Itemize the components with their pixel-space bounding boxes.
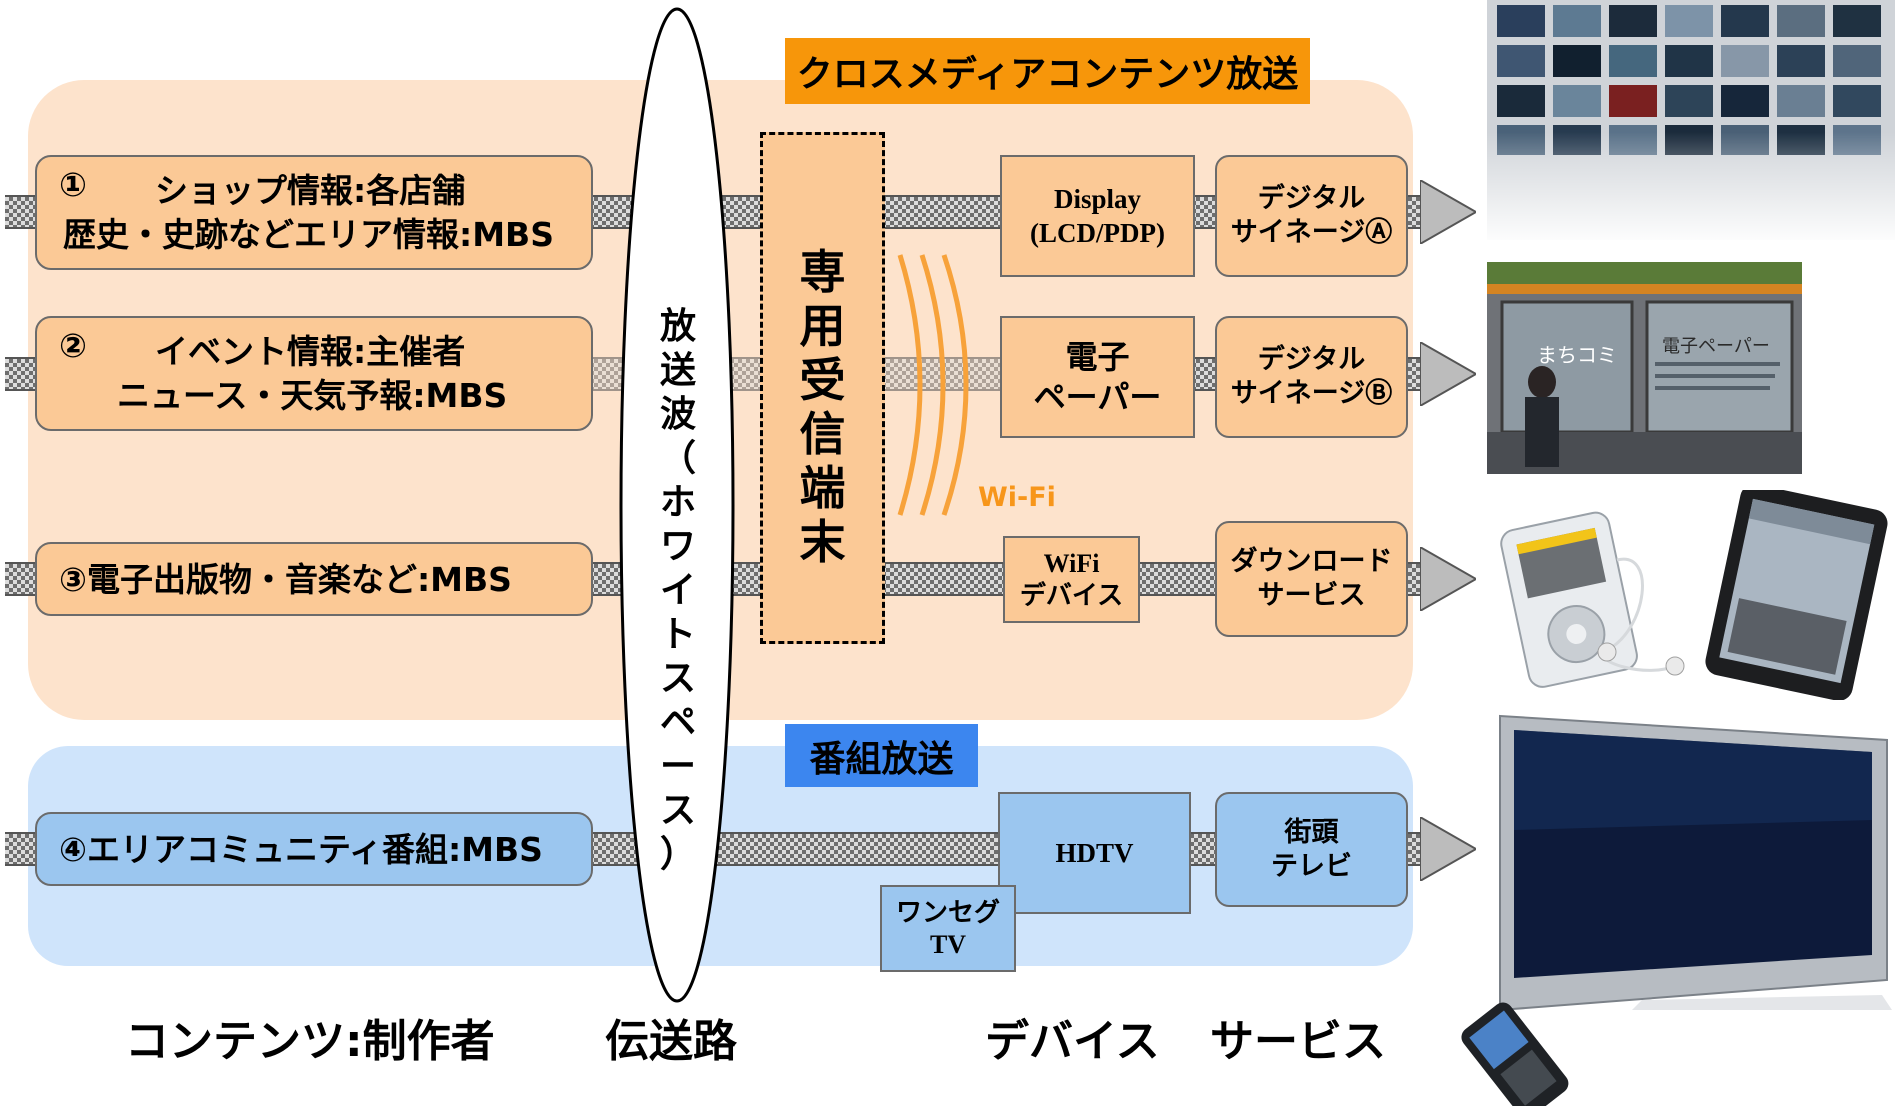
wave-char: 放 (659, 306, 696, 347)
band-row2-a (1192, 357, 1218, 391)
receiver-char: 端 (799, 461, 846, 515)
mobile-phone-image (1461, 1002, 1569, 1106)
wave-char: 送 (659, 350, 696, 391)
arrowhead-row1 (1420, 180, 1476, 244)
program-tag: 番組放送 (785, 724, 978, 787)
bottom-label-contents: コンテンツ:制作者 (125, 1016, 495, 1067)
video-wall-image (1487, 0, 1895, 240)
service-download: ダウンロード サービス (1215, 521, 1408, 637)
source-2-number: ② (59, 326, 87, 365)
signboard-left-text: まちコミ (1537, 343, 1617, 367)
wave-char: ） (659, 834, 696, 875)
wave-char: （ (659, 438, 696, 479)
device-epaper-line1: 電子 (1065, 338, 1130, 376)
source-1-line1: ショップ情報:各店舗 (155, 171, 466, 210)
source-4-line: ④エリアコミュニティ番組:MBS (59, 830, 543, 869)
band-row3-left (5, 562, 37, 596)
device-wifi: WiFi デバイス (1003, 536, 1140, 623)
broadcast-wave-label: 放 送 波 （ ホ ワ イ ト ス ペ ー ス ） (648, 305, 708, 877)
wave-char: イ (659, 570, 696, 611)
band-row4-left (5, 832, 37, 866)
receiver-char: 専 (799, 245, 846, 299)
device-display-line2: (LCD/PDP) (1030, 218, 1165, 248)
source-1-number: ① (59, 165, 87, 204)
source-box-2: ② イベント情報:主催者 ニュース・天気予報:MBS (35, 316, 593, 431)
wave-char: ス (659, 790, 696, 831)
bottom-label-devices: デバイス (985, 1016, 1160, 1067)
device-epaper: 電子 ペーパー (1000, 316, 1195, 438)
band-row2-b (1404, 357, 1424, 391)
wave-char: 波 (659, 394, 696, 435)
service-signage-b-line2: サイネージⒷ (1230, 378, 1393, 409)
band-row1-left (5, 195, 37, 229)
source-2-line1: イベント情報:主催者 (155, 332, 466, 371)
device-epaper-line2: ペーパー (1033, 378, 1162, 416)
crossmedia-tag: クロスメディアコンテンツ放送 (785, 38, 1310, 104)
source-box-3: ③電子出版物・音楽など:MBS (35, 542, 593, 616)
source-1-line2: 歴史・史跡などエリア情報:MBS (63, 215, 554, 254)
source-box-4: ④エリアコミュニティ番組:MBS (35, 812, 593, 886)
receiver-char: 受 (799, 353, 846, 407)
device-oneseg-line1: ワンセグ (895, 897, 1000, 928)
band-row3-b (1404, 562, 1424, 596)
source-box-1: ① ショップ情報:各店舗 歴史・史跡などエリア情報:MBS (35, 155, 593, 270)
receiver-char: 信 (799, 407, 846, 461)
wave-char: ス (659, 658, 696, 699)
device-oneseg-line2: TV (929, 929, 967, 959)
service-signage-a-line2: サイネージⒶ (1230, 217, 1393, 248)
service-download-line1: ダウンロード (1230, 546, 1393, 577)
flat-panel-tv-image (1499, 714, 1892, 1010)
service-signage-b: デジタル サイネージⒷ (1215, 316, 1408, 438)
arrowhead-row4 (1420, 817, 1476, 881)
band-row1-b (1404, 195, 1424, 229)
receiver-char: 末 (799, 515, 846, 569)
bottom-label-services: サービス (1210, 1016, 1386, 1067)
wave-char: ホ (659, 482, 696, 523)
bottom-label-path: 伝送路 (605, 1016, 737, 1067)
wave-char: ト (659, 614, 696, 655)
source-2-line2: ニュース・天気予報:MBS (117, 376, 508, 415)
band-row3-a (1138, 562, 1218, 596)
device-display: Display (LCD/PDP) (1000, 155, 1195, 277)
wifi-label: Wi-Fi (978, 482, 1056, 513)
broadcast-wave-ellipse (619, 7, 735, 1003)
device-oneseg: ワンセグ TV (880, 885, 1016, 972)
source-3-line: ③電子出版物・音楽など:MBS (59, 560, 512, 599)
service-signage-a: デジタル サイネージⒶ (1215, 155, 1408, 277)
band-row2-left (5, 357, 37, 391)
device-wifi-line1: WiFi (1043, 548, 1100, 578)
street-signage-image: まちコミ 電子ペーパー (1487, 262, 1802, 474)
signboard-right-text: 電子ペーパー (1662, 336, 1770, 357)
service-street-tv: 街頭 テレビ (1215, 792, 1408, 907)
band-row4-b (1404, 832, 1424, 866)
device-display-line1: Display (1053, 184, 1142, 214)
service-street-tv-line1: 街頭 (1284, 816, 1339, 848)
arrowhead-row2 (1420, 342, 1476, 406)
service-signage-a-line1: デジタル (1257, 183, 1366, 214)
service-street-tv-line2: テレビ (1271, 850, 1352, 882)
band-row4-a (1186, 832, 1218, 866)
wave-char: ー (659, 746, 696, 787)
device-wifi-line2: デバイス (1019, 580, 1124, 611)
device-hdtv: HDTV (998, 792, 1191, 914)
arrowhead-row3 (1420, 547, 1476, 611)
service-signage-b-line1: デジタル (1257, 344, 1366, 375)
wifi-waves-icon (897, 254, 969, 516)
band-row1-a (1192, 195, 1218, 229)
music-player-tablet-image (1500, 490, 1888, 700)
service-download-line2: サービス (1257, 580, 1366, 611)
receiver-terminal: 専 用 受 信 端 末 (760, 132, 885, 644)
receiver-char: 用 (799, 299, 846, 353)
wave-char: ワ (659, 526, 696, 567)
wave-char: ペ (659, 702, 696, 743)
